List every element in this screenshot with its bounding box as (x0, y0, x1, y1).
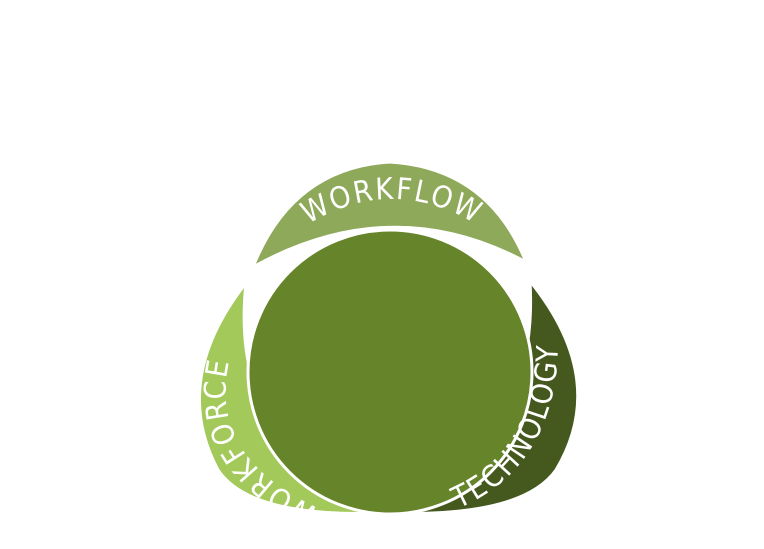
center-circle (246, 228, 534, 516)
workflow-petal (251, 160, 528, 269)
